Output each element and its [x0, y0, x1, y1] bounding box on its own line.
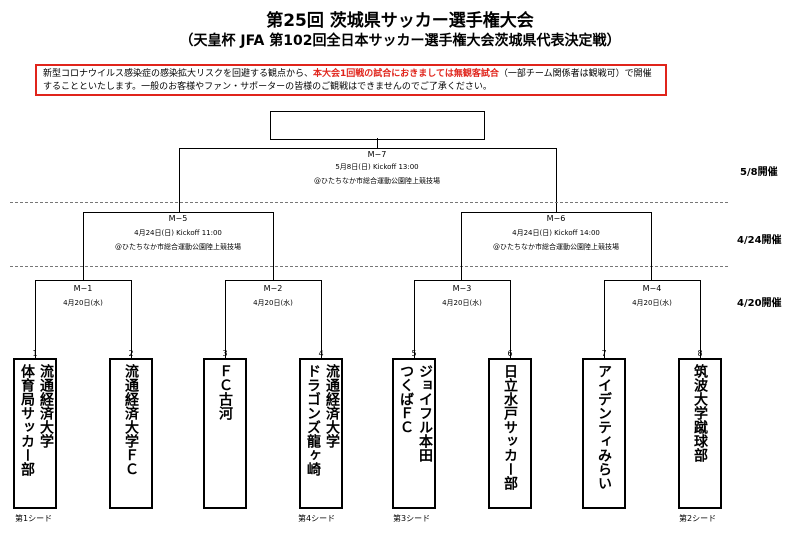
bracket-line: [179, 148, 556, 149]
match-date-m4: 4月20日(水): [632, 299, 672, 307]
seed-label: 第4シード: [298, 514, 336, 523]
match-label-m6: M−6: [546, 214, 566, 223]
match-date-m6: 4月24日(日) Kickoff 14:00: [512, 229, 600, 237]
match-date-m2: 4月20日(水): [253, 299, 293, 307]
bracket-line: [225, 280, 226, 358]
team-box-5: ジョイフル本田 つくばＦＣ: [392, 358, 436, 509]
notice-text-2: （一部チーム関係者は観戦可）で開催することといたします。一般のお客様やファン・サ…: [43, 69, 652, 92]
match-venue-m7: @ひたちなか市総合運動公園陸上競技場: [314, 177, 440, 185]
match-label-m7: M−7: [367, 150, 387, 159]
bracket-line: [414, 280, 415, 358]
bracket-line: [556, 148, 557, 212]
round-date-final: 5/8開催: [740, 167, 778, 178]
team-number: 5: [411, 349, 417, 358]
team-name-line: ＦＣ古河: [217, 364, 233, 420]
team-name-line: ジョイフル本田: [417, 364, 433, 462]
seed-label: 第3シード: [393, 514, 431, 523]
match-label-m1: M−1: [73, 284, 93, 293]
bracket-line: [651, 212, 652, 280]
bracket-line: [461, 212, 462, 280]
team-name-line: ドラゴンズ龍ヶ崎: [305, 364, 321, 476]
bracket-line: [321, 280, 322, 358]
team-name-line: 体育局サッカー部: [19, 364, 35, 476]
team-number: 1: [32, 349, 38, 358]
team-number: 4: [318, 349, 324, 358]
team-box-3: ＦＣ古河: [203, 358, 247, 509]
team-number: 8: [697, 349, 703, 358]
team-box-8: 筑波大学蹴球部: [678, 358, 722, 509]
match-date-m5: 4月24日(日) Kickoff 11:00: [134, 229, 222, 237]
seed-label: 第1シード: [15, 514, 53, 523]
team-name-line: アイデンティみらい: [596, 364, 612, 490]
match-date-m1: 4月20日(水): [63, 299, 103, 307]
bracket-line: [179, 148, 180, 212]
bracket-line: [510, 280, 511, 358]
match-label-m4: M−4: [642, 284, 662, 293]
team-box-6: 日立水戸サッカー部: [488, 358, 532, 509]
team-name-line: 流通経済大学: [324, 364, 340, 448]
round-date-semi: 4/24開催: [737, 235, 782, 246]
team-number: 2: [128, 349, 134, 358]
notice-text-red: 本大会1回戦の試合におきましては無観客試合: [313, 69, 499, 79]
notice-box: 新型コロナウイルス感染症の感染拡大リスクを回避する観点から、本大会1回戦の試合に…: [35, 64, 667, 96]
bracket-line: [225, 280, 321, 281]
team-name-line: つくばＦＣ: [398, 364, 414, 434]
bracket-line: [414, 280, 510, 281]
bracket-line: [83, 212, 273, 213]
match-label-m2: M−2: [263, 284, 283, 293]
bracket-line: [461, 212, 651, 213]
bracket-line: [604, 280, 700, 281]
bracket-line: [700, 280, 701, 358]
team-box-7: アイデンティみらい: [582, 358, 626, 509]
bracket-line: [604, 280, 605, 358]
round-date-first: 4/20開催: [737, 298, 782, 309]
team-name-line: 流通経済大学ＦＣ: [123, 364, 139, 476]
bracket-line: [35, 280, 36, 358]
match-date-m7: 5月8日(日) Kickoff 13:00: [335, 163, 419, 171]
match-label-m3: M−3: [452, 284, 472, 293]
team-box-4: 流通経済大学 ドラゴンズ龍ヶ崎: [299, 358, 343, 509]
match-date-m3: 4月20日(水): [442, 299, 482, 307]
champion-box: [270, 111, 485, 140]
round-divider: [10, 266, 728, 267]
seed-label: 第2シード: [679, 514, 717, 523]
bracket-line: [273, 212, 274, 280]
team-number: 3: [222, 349, 228, 358]
team-number: 7: [601, 349, 607, 358]
match-venue-m5: @ひたちなか市総合運動公園陸上競技場: [115, 243, 241, 251]
bracket-line: [377, 138, 378, 148]
team-box-1: 流通経済大学 体育局サッカー部: [13, 358, 57, 509]
page-subtitle: （天皇杯 JFA 第102回全日本サッカー選手権大会茨城県代表決定戦）: [179, 33, 621, 49]
page-title: 第25回 茨城県サッカー選手権大会: [266, 11, 534, 31]
team-box-2: 流通経済大学ＦＣ: [109, 358, 153, 509]
bracket-line: [83, 212, 84, 280]
match-label-m5: M−5: [168, 214, 188, 223]
match-venue-m6: @ひたちなか市総合運動公園陸上競技場: [493, 243, 619, 251]
team-name-line: 流通経済大学: [38, 364, 54, 448]
team-name-line: 筑波大学蹴球部: [692, 364, 708, 462]
notice-text-1: 新型コロナウイルス感染症の感染拡大リスクを回避する観点から、: [43, 69, 314, 79]
team-name-line: 日立水戸サッカー部: [502, 364, 518, 490]
team-number: 6: [507, 349, 513, 358]
bracket-line: [131, 280, 132, 358]
bracket-line: [35, 280, 131, 281]
round-divider: [10, 202, 728, 203]
